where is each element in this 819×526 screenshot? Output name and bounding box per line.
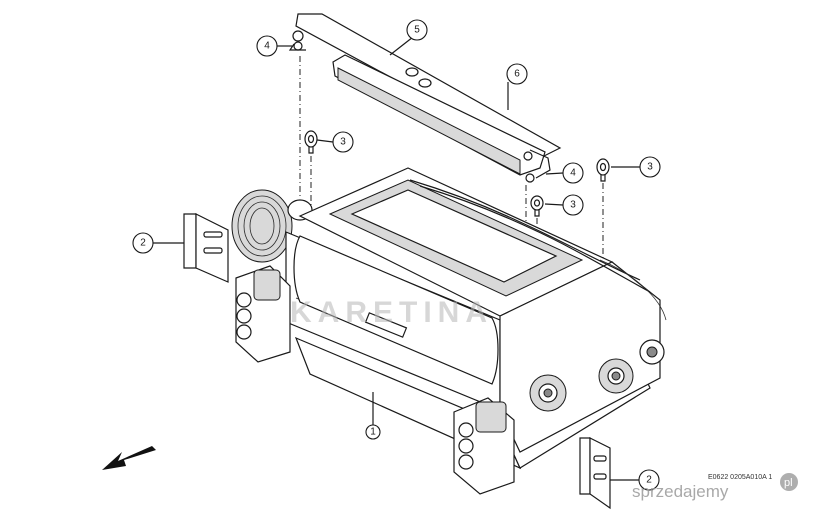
svg-text:4: 4 xyxy=(264,41,270,52)
callout-4-right: 4 xyxy=(562,162,584,184)
callout-4-left: 4 xyxy=(256,35,278,57)
svg-text:6: 6 xyxy=(514,69,520,80)
direction-arrow xyxy=(102,446,156,470)
svg-text:2: 2 xyxy=(646,475,652,486)
svg-text:5: 5 xyxy=(414,25,420,36)
svg-text:pl: pl xyxy=(784,477,793,489)
center-watermark: KARETINA xyxy=(290,296,493,329)
eyelet-part-3-c xyxy=(596,158,610,182)
callout-1: 1 xyxy=(365,424,381,440)
leader-lines xyxy=(153,36,640,481)
eyelet-part-3-a xyxy=(304,130,318,154)
housing-main xyxy=(231,167,667,495)
top-cover-plate xyxy=(295,13,562,183)
svg-text:3: 3 xyxy=(647,162,653,173)
bracket-part-2-right xyxy=(579,437,611,510)
svg-text:3: 3 xyxy=(340,137,346,148)
pin-part-4-left xyxy=(288,30,306,51)
callout-3-b: 3 xyxy=(562,194,584,216)
bracket-part-2-left xyxy=(183,213,229,283)
callout-5: 5 xyxy=(406,19,428,41)
corner-watermark-logo: sprzedajemy pl xyxy=(632,473,798,501)
drawing-code: E0622 0205A010A 1 xyxy=(708,474,772,481)
svg-text:KARETINA: KARETINA xyxy=(290,296,493,329)
svg-text:sprzedajemy: sprzedajemy xyxy=(632,482,729,501)
callout-2-left: 2 xyxy=(132,232,154,254)
svg-text:2: 2 xyxy=(140,238,146,249)
callout-3-c: 3 xyxy=(639,156,661,178)
eyelet-part-3-b xyxy=(530,195,544,217)
callout-3-a: 3 xyxy=(332,131,354,153)
callout-6: 6 xyxy=(506,63,528,85)
svg-text:3: 3 xyxy=(570,200,576,211)
svg-text:4: 4 xyxy=(570,168,576,179)
callout-2-right: 2 xyxy=(638,469,660,491)
svg-text:1: 1 xyxy=(370,427,376,438)
